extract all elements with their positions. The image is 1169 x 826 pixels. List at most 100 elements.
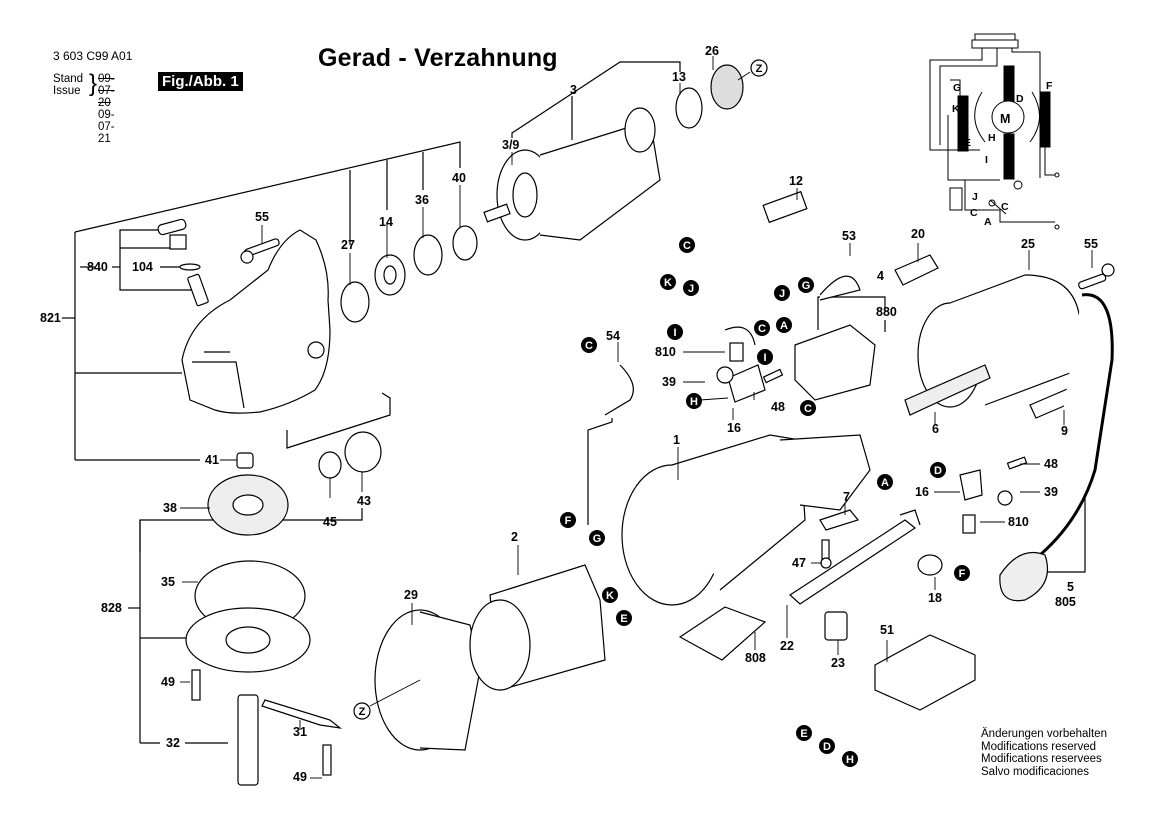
- part-label-3: 3: [570, 83, 577, 97]
- schematic-terminal-j: J: [972, 191, 978, 203]
- part-label-48-left: 48: [771, 400, 785, 414]
- part-label-22: 22: [780, 639, 794, 653]
- part-label-16-right: 16: [915, 485, 929, 499]
- schematic-terminal-d: D: [1016, 93, 1024, 105]
- part-label-41: 41: [205, 453, 219, 467]
- schematic-terminal-e: E: [964, 137, 971, 149]
- connector-marker: D: [819, 738, 835, 754]
- part-label-54: 54: [606, 329, 620, 343]
- connector-marker: H: [842, 751, 858, 767]
- figure-badge: Fig./Abb. 1: [158, 72, 243, 91]
- stand-date: 09-07-20: [98, 73, 115, 109]
- connector-marker: E: [796, 725, 812, 741]
- connector-markers: C K J G J C A C I I H C A D F F G K E E …: [560, 237, 970, 767]
- part-number-labels: 3 3/9 13 26 40 36 14 27 55 840 104 821 4…: [40, 44, 1098, 784]
- part-label-20: 20: [911, 227, 925, 241]
- connector-marker: D: [930, 462, 946, 478]
- part-label-39-left: 39: [662, 375, 676, 389]
- part-label-43: 43: [357, 494, 371, 508]
- svg-text:J: J: [688, 283, 694, 295]
- connector-marker: K: [602, 587, 618, 603]
- connector-marker: C: [800, 400, 816, 416]
- note-es: Salvo modificaciones: [981, 765, 1090, 778]
- part-label-25: 25: [1021, 237, 1035, 251]
- connector-marker: A: [877, 474, 893, 490]
- svg-text:F: F: [565, 515, 572, 527]
- part-label-51: 51: [880, 623, 894, 637]
- svg-text:I: I: [763, 352, 766, 364]
- part-label-828: 828: [101, 601, 122, 615]
- connector-marker: F: [954, 565, 970, 581]
- connector-marker: H: [686, 393, 702, 409]
- connector-marker: C: [581, 337, 597, 353]
- part-label-36: 36: [415, 193, 429, 207]
- part-label-5: 5: [1067, 580, 1074, 594]
- part-label-9: 9: [1061, 424, 1068, 438]
- gear-housing-821: [181, 229, 331, 414]
- connector-marker: E: [616, 610, 632, 626]
- svg-text:C: C: [804, 403, 812, 415]
- part-label-808: 808: [745, 651, 766, 665]
- part-label-55-right: 55: [1084, 237, 1098, 251]
- z-marker-29: Z: [359, 706, 366, 718]
- stand-label: Stand: [53, 73, 84, 85]
- revision-dates: Stand Issue } 09-07-20 09-07-21: [53, 72, 115, 146]
- page-title: Gerad - Verzahnung: [318, 44, 558, 72]
- part-label-18: 18: [928, 591, 942, 605]
- note-fr: Modifications reservees: [981, 753, 1102, 766]
- svg-text:K: K: [664, 277, 672, 289]
- svg-text:G: G: [802, 280, 811, 292]
- part-label-4: 4: [877, 269, 884, 283]
- part-label-14: 14: [379, 215, 393, 229]
- part-label-31: 31: [293, 725, 307, 739]
- svg-text:F: F: [959, 568, 966, 580]
- svg-text:E: E: [620, 613, 627, 625]
- label-leaders: [180, 56, 1093, 779]
- svg-text:C: C: [758, 323, 766, 335]
- part-label-23: 23: [831, 656, 845, 670]
- svg-text:I: I: [673, 327, 676, 339]
- z-markers: Z Z: [353, 59, 768, 720]
- part-label-39-right: 39: [1044, 485, 1058, 499]
- wiring-schematic: G D F K E H I J C C A M: [929, 33, 1060, 230]
- schematic-terminal-a: A: [984, 216, 992, 228]
- part-label-1: 1: [673, 433, 680, 447]
- part-label-6: 6: [932, 422, 939, 436]
- part-label-27: 27: [341, 238, 355, 252]
- part-label-810-left: 810: [655, 345, 676, 359]
- z-marker-26: Z: [756, 63, 763, 75]
- connector-marker: G: [589, 530, 605, 546]
- svg-text:G: G: [593, 533, 602, 545]
- connector-marker: I: [667, 324, 683, 340]
- part-label-840: 840: [87, 260, 108, 274]
- connector-marker: K: [660, 274, 676, 290]
- svg-text:A: A: [881, 477, 889, 489]
- part-label-48-right: 48: [1044, 457, 1058, 471]
- part-label-45: 45: [323, 515, 337, 529]
- note-de: Änderungen vorbehalten: [981, 728, 1107, 740]
- svg-text:D: D: [823, 741, 831, 753]
- connector-marker: F: [560, 512, 576, 528]
- connector-marker: I: [757, 349, 773, 365]
- connector-marker: A: [776, 317, 792, 333]
- part-shapes: [157, 64, 1115, 786]
- part-label-880: 880: [876, 305, 897, 319]
- svg-text:J: J: [779, 288, 785, 300]
- part-label-40: 40: [452, 171, 466, 185]
- issue-label: Issue: [53, 85, 81, 97]
- schematic-terminal-h: H: [988, 132, 996, 144]
- part-label-49-bottom: 49: [293, 770, 307, 784]
- part-label-810-right: 810: [1008, 515, 1029, 529]
- part-label-13: 13: [672, 70, 686, 84]
- part-label-821: 821: [40, 311, 61, 325]
- leader-lines: [62, 61, 1086, 744]
- part-label-104: 104: [132, 260, 153, 274]
- schematic-terminal-f: F: [1046, 80, 1053, 92]
- connector-marker: J: [774, 285, 790, 301]
- svg-text:E: E: [800, 728, 807, 740]
- part-label-55-left: 55: [255, 210, 269, 224]
- svg-text:C: C: [683, 240, 691, 252]
- svg-text:A: A: [780, 320, 788, 332]
- svg-text:H: H: [690, 396, 698, 408]
